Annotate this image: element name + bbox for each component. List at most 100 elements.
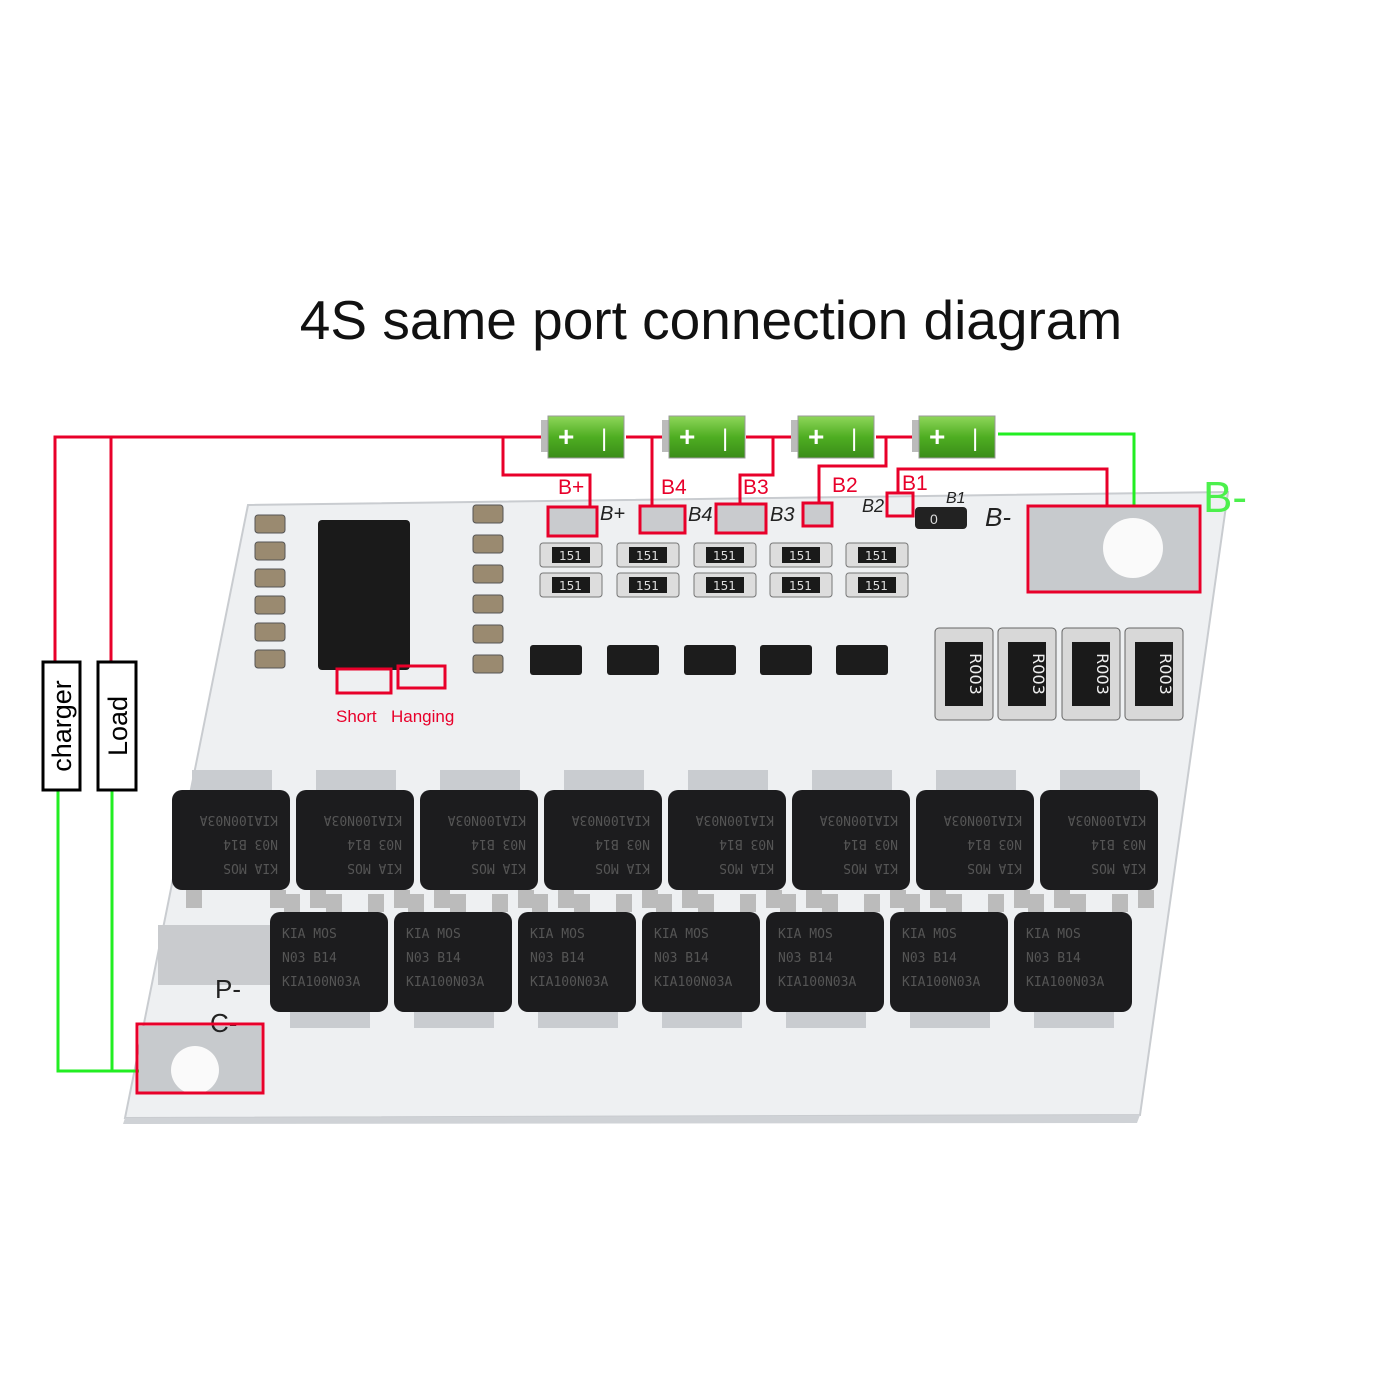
wire-bplus-tap [501, 437, 592, 507]
green-wires [56, 432, 1136, 1073]
mosfet-pin [310, 890, 326, 908]
battery-body [668, 415, 746, 459]
wire-bminus [998, 432, 1136, 505]
mosfet-marking: N03 B14 [406, 951, 461, 966]
mosfet-marking: KIA MOS [902, 927, 957, 942]
battery-terminal [912, 420, 920, 452]
label-hanging: Hanging [391, 707, 454, 726]
smd-capacitor [254, 622, 286, 642]
mosfet-marking: N03 B14 [778, 951, 833, 966]
smd-capacitor [254, 568, 286, 588]
zero-ohm-resistor [915, 507, 967, 529]
charger-label: charger [47, 680, 77, 772]
mosfet-pin [270, 890, 286, 908]
mosfet-marking: N03 B14 [223, 836, 278, 851]
smd-capacitor [254, 514, 286, 534]
balance-transistor [836, 645, 888, 675]
mosfet-body [518, 912, 636, 1012]
mosfet-marking: KIA100N03A [902, 975, 980, 990]
balance-transistor [607, 645, 659, 675]
resistor-code: 151 [559, 549, 582, 563]
battery-body [918, 415, 996, 459]
wire-charger-neg [56, 790, 139, 1073]
mosfet-marking: N03 B14 [471, 836, 526, 851]
pcb-edge [123, 1115, 1140, 1124]
balance-transistor [760, 645, 812, 675]
mosfet-pin [1070, 894, 1086, 912]
mosfet-marking: KIA100N03A [530, 975, 608, 990]
mosfet-body [394, 912, 512, 1012]
mosfet-pin [1014, 890, 1030, 908]
resistor-body [782, 577, 820, 593]
battery-plus-icon: + [808, 421, 824, 452]
mosfet-marking: KIA100N03A [1068, 812, 1146, 827]
label-b3: B3 [743, 476, 769, 499]
red-wires [53, 435, 1109, 662]
mosfet-marking: N03 B14 [595, 836, 650, 851]
battery-terminal [791, 420, 799, 452]
mosfet-marking: KIA MOS [530, 927, 585, 942]
bplus-pad-box [546, 505, 599, 538]
mosfet-pin [326, 894, 342, 912]
mosfet-marking: N03 B14 [654, 951, 709, 966]
b4-pad-box [638, 504, 687, 535]
battery-terminal [541, 420, 549, 452]
mosfet-marking: KIA100N03A [448, 812, 526, 827]
resistor-body [706, 547, 744, 563]
mosfet-body [916, 790, 1034, 890]
mosfet-pin [946, 894, 962, 912]
mosfet-marking: KIA MOS [223, 860, 278, 875]
battery-cell: +| [791, 415, 875, 459]
mosfet-pin [408, 894, 424, 912]
mosfet-body [296, 790, 414, 890]
label-b-minus: B- [1203, 473, 1247, 522]
shunt-body [1008, 642, 1046, 706]
mosfet-pin [518, 890, 534, 908]
mosfet-pin [532, 894, 548, 912]
mosfet-body [1040, 790, 1158, 890]
mosfet-pin [890, 890, 906, 908]
battery-minus-icon: | [972, 425, 978, 452]
mosfet-body [172, 790, 290, 890]
mosfet-marking: N03 B14 [530, 951, 585, 966]
label-b1: B1 [902, 472, 928, 495]
balance-transistor [684, 645, 736, 675]
mosfet-pin [558, 890, 574, 908]
mosfet-body [1014, 912, 1132, 1012]
mosfet-tab [316, 770, 396, 790]
b-minus-hole [1103, 518, 1163, 578]
mosfet-tab [440, 770, 520, 790]
mosfet-marking: KIA MOS [843, 860, 898, 875]
mosfet-pin [1112, 894, 1128, 912]
bminus-pad-box [1026, 504, 1202, 594]
resistor-code: 151 [636, 579, 659, 593]
smd-capacitor [472, 504, 504, 524]
mosfet-pin [656, 894, 672, 912]
mosfet-marking: N03 B14 [902, 951, 957, 966]
zero-ohm-label: 0 [930, 511, 938, 527]
shunt-code: R003 [1156, 653, 1175, 695]
mosfet-marking: KIA100N03A [820, 812, 898, 827]
resistor-code: 151 [789, 579, 812, 593]
mosfet-marking: KIA MOS [719, 860, 774, 875]
resistor-body [629, 577, 667, 593]
mosfet-pin [394, 890, 410, 908]
mosfet-body [890, 912, 1008, 1012]
smd-capacitor [472, 564, 504, 584]
mosfet-marking: N03 B14 [282, 951, 337, 966]
b1-pad-box [885, 491, 915, 518]
mosfet-marking: KIA MOS [967, 860, 1022, 875]
mosfet-marking: KIA MOS [347, 860, 402, 875]
resistor-code: 151 [789, 549, 812, 563]
mosfet-pin [822, 894, 838, 912]
